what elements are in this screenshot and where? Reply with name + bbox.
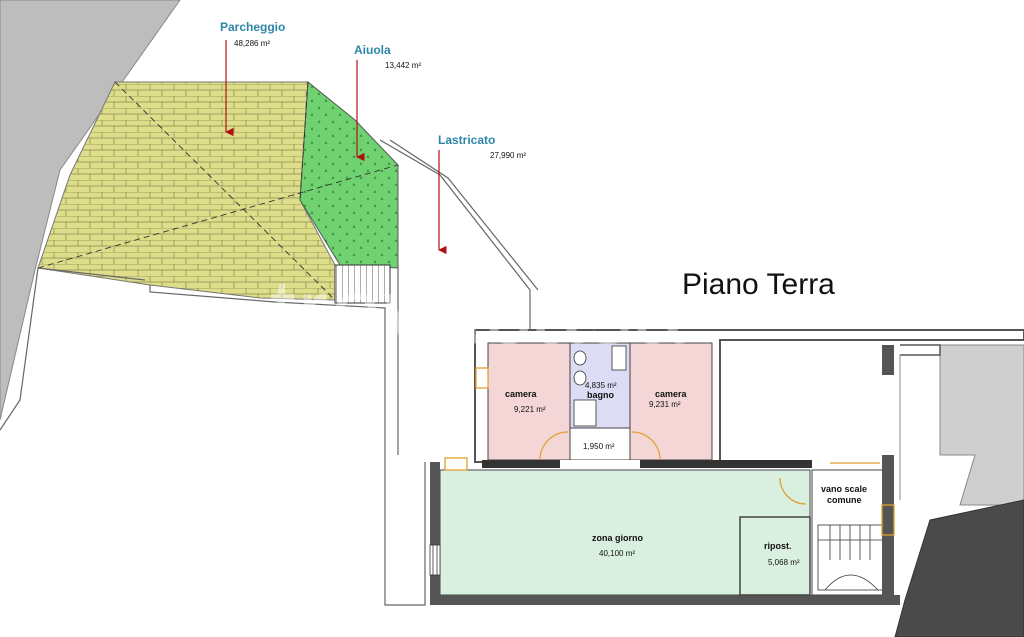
aiuola-label: Aiuola (354, 43, 391, 57)
watermark: trovacasa (270, 261, 687, 363)
terrain-right-bottom (894, 499, 1024, 637)
boundary-lines (0, 139, 539, 606)
camera-1-room (487, 342, 571, 461)
window-ticks (429, 544, 441, 576)
parcheggio-area-value: 48,286 m² (234, 39, 271, 48)
page-title: Piano Terra (682, 268, 835, 301)
lastricato-label: Lastricato (438, 133, 496, 147)
outdoor-steps (334, 264, 391, 304)
doors (444, 367, 895, 536)
bagno-area: 4,835 m² (585, 381, 617, 390)
ripostiglio-area: 5,068 m² (768, 558, 800, 567)
interior-wall (482, 460, 812, 468)
aiuola-area-value: 13,442 m² (385, 61, 422, 70)
lastricato-area-value: 27,990 m² (490, 151, 527, 160)
camera-1-label: camera (505, 389, 537, 399)
camera-2-room (629, 342, 713, 461)
dashed-lines (37, 81, 399, 301)
parcheggio-label: Parcheggio (220, 20, 286, 34)
vano-scale-area (811, 469, 891, 596)
bagno-label: bagno (587, 390, 614, 400)
vano-scale-label-1: vano scale (821, 484, 868, 494)
zona-giorno-area: 40,100 m² (599, 549, 636, 558)
zona-giorno-label: zona giorno (592, 533, 643, 543)
ripostiglio-room (739, 516, 811, 596)
terrain-left (0, 0, 181, 421)
camera-2-label: camera (655, 389, 687, 399)
ripostiglio-label: ripost. (764, 541, 792, 551)
camera-2-area: 9,231 m² (649, 400, 681, 409)
disimpegno-area: 1,950 m² (583, 442, 615, 451)
bagno-fixtures (573, 345, 627, 427)
terrain-right-top (939, 344, 1024, 506)
vano-scale-label-2: comune (827, 495, 862, 505)
camera-1-area: 9,221 m² (514, 405, 546, 414)
